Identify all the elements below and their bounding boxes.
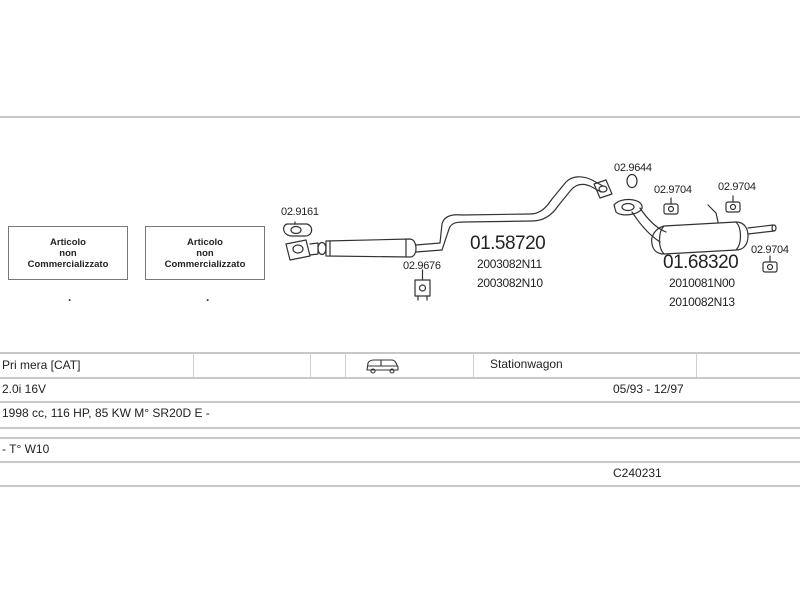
not-available-text-line: Articolo: [187, 236, 223, 248]
cell-divider: [193, 353, 194, 377]
rubber-hanger-icon: [762, 255, 778, 273]
part-number-gasket[interactable]: 02.9161: [281, 206, 319, 218]
part-number-mid-pipe[interactable]: 01.58720: [470, 233, 546, 254]
pipe-connector: [309, 242, 319, 256]
table-row-separator: [0, 437, 800, 439]
table-row-separator: [0, 461, 800, 463]
vehicle-model: Pri mera [CAT]: [2, 358, 81, 372]
oe-reference: 2010082N13: [669, 295, 735, 309]
pipe-section: [415, 242, 443, 253]
cell-divider: [473, 353, 474, 377]
not-available-text-line: non: [59, 247, 77, 259]
rubber-hanger-icon: [725, 195, 741, 213]
rear-flange-icon: [613, 198, 643, 216]
pipe-section: [631, 207, 667, 243]
part-number-hanger[interactable]: 02.9676: [403, 260, 441, 272]
production-years: 05/93 - 12/97: [613, 382, 684, 396]
not-available-text-line: Commercializzato: [27, 258, 109, 270]
seal-ring-icon: [626, 173, 638, 189]
engine-specs: 1998 cc, 116 HP, 85 KW M° SR20D E -: [2, 406, 210, 420]
engine-description: 2.0i 16V: [2, 382, 47, 396]
not-available-box: Articolo non Commercializzato: [145, 226, 265, 280]
cell-divider: [696, 353, 697, 377]
pipe-connector-ring: [317, 241, 327, 256]
oe-reference: 2003082N11: [477, 257, 542, 271]
not-available-text-line: non: [196, 247, 214, 259]
rubber-hanger-icon: [414, 269, 431, 301]
oe-reference: 2003082N10: [477, 276, 543, 290]
table-row-separator: [0, 427, 800, 429]
gasket-icon: [282, 223, 313, 237]
not-available-box: Articolo non Commercializzato: [8, 226, 128, 280]
placeholder-dot: .: [206, 290, 210, 304]
hanger-bracket: [715, 212, 719, 223]
part-number-ring[interactable]: 02.9644: [614, 162, 652, 174]
rear-muffler-icon: [651, 221, 777, 255]
body-type: Stationwagon: [490, 357, 563, 371]
cell-divider: [345, 353, 346, 377]
table-bottom-border: [0, 485, 800, 487]
cell-divider: [310, 353, 311, 377]
catalog-code: C240231: [613, 466, 662, 480]
center-muffler-icon: [325, 238, 417, 258]
part-number-hanger[interactable]: 02.9704: [654, 184, 692, 196]
table-top-border: [0, 352, 800, 354]
car-wagon-icon: [366, 359, 399, 374]
oe-reference: 2010081N00: [669, 276, 735, 290]
part-number-hanger[interactable]: 02.9704: [718, 181, 756, 193]
top-separator: [0, 116, 800, 118]
table-row-separator: [0, 401, 800, 403]
not-available-text-line: Commercializzato: [164, 258, 246, 270]
rubber-hanger-icon: [663, 197, 679, 215]
hanger-bracket: [707, 204, 717, 214]
not-available-text-line: Articolo: [50, 236, 86, 248]
part-number-rear-muffler[interactable]: 01.68320: [663, 252, 739, 273]
placeholder-dot: .: [68, 290, 72, 304]
table-row-separator: [0, 377, 800, 379]
part-number-hanger[interactable]: 02.9704: [751, 244, 789, 256]
type-code: - T° W10: [2, 442, 50, 456]
mid-pipe-icon: [439, 176, 613, 251]
front-flange-icon: [285, 239, 311, 261]
